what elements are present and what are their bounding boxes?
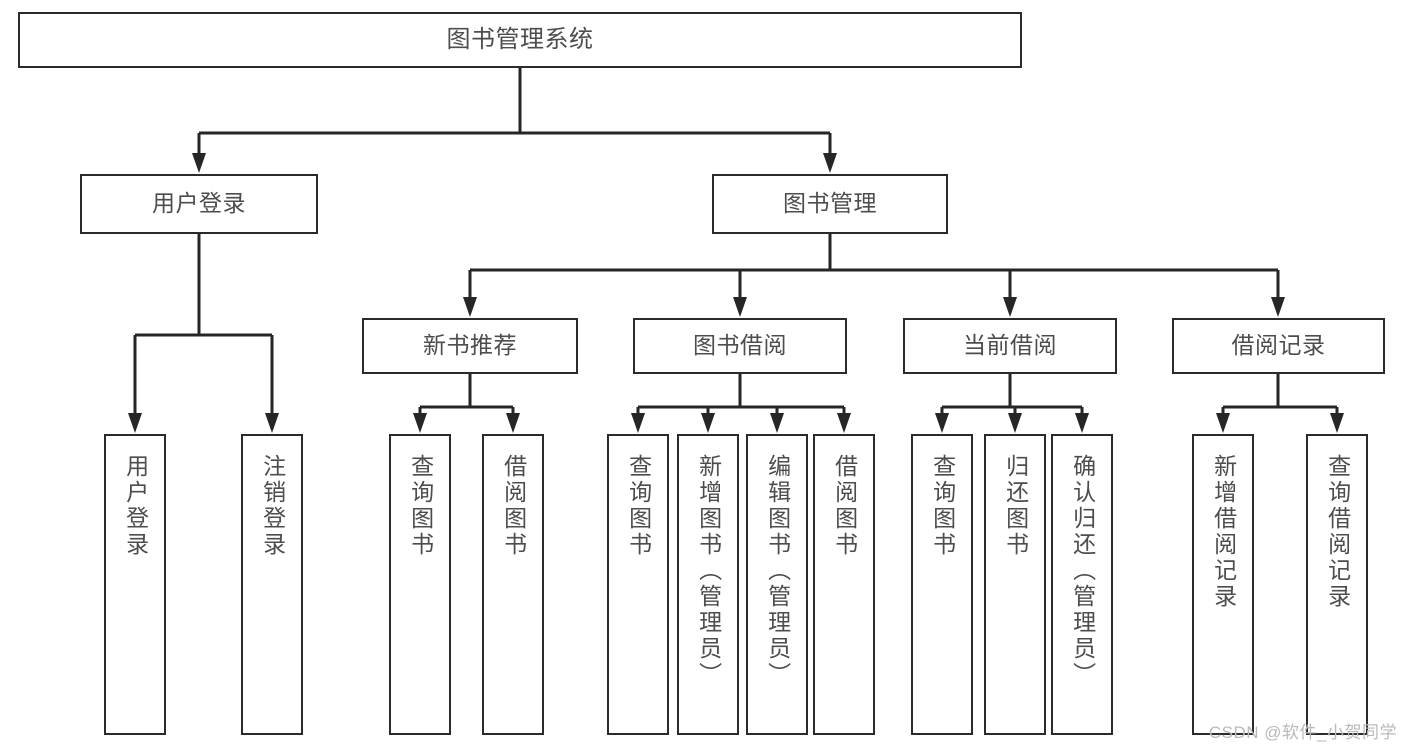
node-leaf-edit-book[interactable]: 编辑图书（管理员） (746, 434, 808, 735)
connector-arrowhead (1271, 297, 1285, 317)
node-label: 用户登录 (152, 190, 246, 217)
node-user-login[interactable]: 用户登录 (80, 174, 318, 234)
node-leaf-query-book-borrow[interactable]: 查询图书 (607, 434, 669, 735)
connector-arrowhead (733, 297, 747, 317)
node-label: 图书借阅 (693, 332, 787, 359)
node-borrow-record[interactable]: 借阅记录 (1172, 318, 1385, 374)
node-label: 借阅记录 (1231, 332, 1326, 359)
node-label: 归还图书 (1002, 454, 1029, 558)
node-label: 查询图书 (929, 454, 956, 558)
node-label: 确认归还（管理员） (1069, 454, 1096, 688)
node-label: 借阅图书 (831, 454, 858, 558)
node-leaf-user-login[interactable]: 用户登录 (104, 434, 166, 735)
connector-arrowhead (192, 153, 206, 173)
connector-arrowhead (701, 413, 715, 433)
node-root[interactable]: 图书管理系统 (18, 12, 1022, 68)
connector-arrowhead (128, 413, 142, 433)
node-label: 查询图书 (625, 454, 652, 558)
connector-arrowhead (1008, 413, 1022, 433)
node-leaf-return-book[interactable]: 归还图书 (984, 434, 1046, 735)
node-leaf-add-book[interactable]: 新增图书（管理员） (677, 434, 739, 735)
node-label: 借阅图书 (500, 454, 527, 558)
node-label: 当前借阅 (963, 332, 1057, 359)
node-book-management[interactable]: 图书管理 (712, 174, 948, 234)
connector-arrowhead (837, 413, 851, 433)
node-leaf-borrow-book[interactable]: 借阅图书 (813, 434, 875, 735)
connector-arrowhead (1075, 413, 1089, 433)
node-leaf-logout[interactable]: 注销登录 (241, 434, 303, 735)
connector-arrowhead (1216, 413, 1230, 433)
node-label: 查询借阅记录 (1324, 454, 1351, 610)
node-leaf-query-book-rec[interactable]: 查询图书 (389, 434, 451, 735)
node-label: 查询图书 (407, 454, 434, 558)
node-leaf-borrow-book-rec[interactable]: 借阅图书 (482, 434, 544, 735)
connector-arrowhead (823, 153, 837, 173)
node-leaf-query-book-current[interactable]: 查询图书 (911, 434, 973, 735)
connector-arrowhead (265, 413, 279, 433)
node-label: 新增借阅记录 (1210, 454, 1237, 610)
connector-arrowhead (506, 413, 520, 433)
node-new-book-recommend[interactable]: 新书推荐 (362, 318, 578, 374)
node-leaf-confirm-return[interactable]: 确认归还（管理员） (1051, 434, 1113, 735)
node-label: 图书管理 (783, 190, 877, 217)
node-leaf-query-record[interactable]: 查询借阅记录 (1306, 434, 1368, 735)
node-label: 编辑图书（管理员） (764, 454, 791, 688)
node-label: 图书管理系统 (446, 25, 594, 53)
csdn-watermark: CSDN @软件_小贺同学 (1208, 723, 1397, 742)
node-label: 用户登录 (122, 454, 149, 558)
connector-arrowhead (1330, 413, 1344, 433)
node-leaf-add-record[interactable]: 新增借阅记录 (1192, 434, 1254, 735)
node-book-borrow[interactable]: 图书借阅 (633, 318, 847, 374)
connector-arrowhead (1003, 297, 1017, 317)
connector-arrowhead (770, 413, 784, 433)
connector-arrowhead (463, 297, 477, 317)
node-label: 新增图书（管理员） (695, 454, 722, 688)
connector-arrowhead (631, 413, 645, 433)
connector-arrowhead (413, 413, 427, 433)
node-current-borrow[interactable]: 当前借阅 (903, 318, 1117, 374)
connector-arrowhead (935, 413, 949, 433)
node-label: 新书推荐 (423, 332, 517, 359)
node-label: 注销登录 (259, 454, 286, 558)
